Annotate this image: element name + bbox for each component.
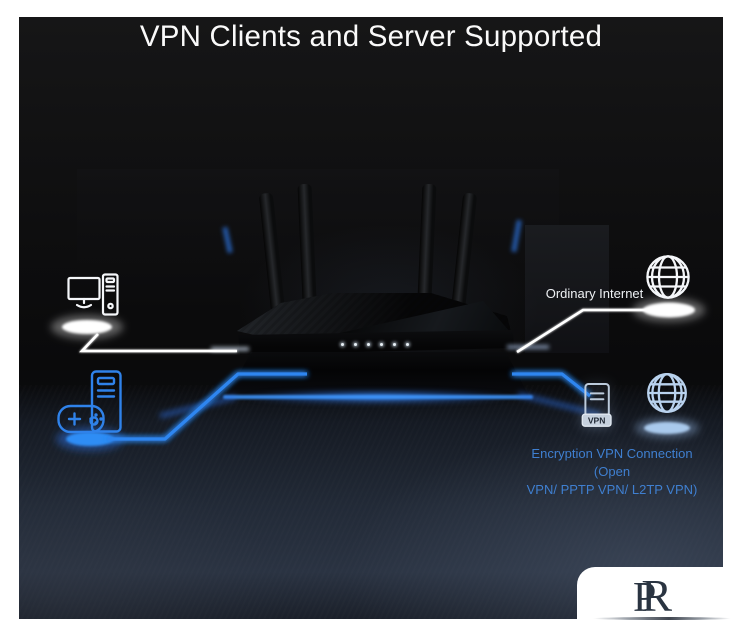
line-desktop-to-router	[78, 333, 237, 353]
page-title: VPN Clients and Server Supported	[139, 20, 603, 53]
router-led	[341, 343, 344, 346]
product-scene: VPN Clients and Server Supported	[19, 17, 723, 619]
line-gamer-to-router	[107, 372, 307, 441]
pr-monogram-logo: PR	[633, 570, 673, 621]
line-router-to-internet	[516, 308, 656, 354]
white-glint	[507, 345, 549, 349]
router-led	[406, 343, 409, 346]
connection-lines	[51, 298, 705, 451]
vpn-globe-glow-pad	[635, 418, 699, 438]
ordinary-internet-label: Ordinary Internet	[545, 286, 644, 301]
monogram-letter-p: P	[633, 575, 657, 621]
router-led	[393, 343, 396, 346]
gaming-pc-icon	[57, 370, 122, 434]
globe-icon	[646, 255, 690, 299]
vpn-connection-label: Encryption VPN Connection (Open VPN/ PPT…	[512, 445, 712, 499]
vpn-connection-label-line2: VPN/ PPTP VPN/ L2TP VPN)	[526, 482, 698, 497]
white-glint	[211, 347, 249, 351]
globe-icon-vpn	[647, 373, 687, 413]
desktop-glow-pad	[51, 315, 123, 339]
router-led	[380, 343, 383, 346]
logo-swoosh-underline	[593, 617, 731, 620]
vpn-connection-label-line1: Encryption VPN Connection (Open	[531, 446, 693, 479]
vpn-badge-label: VPN	[588, 415, 606, 425]
background-pillar	[525, 225, 609, 353]
monogram-letter-r: R	[641, 570, 673, 621]
stand-blue-glow-core	[223, 395, 533, 399]
router-led	[367, 343, 370, 346]
watermark-logo-box: PR	[577, 567, 743, 640]
vpn-server-icon: VPN	[581, 382, 612, 427]
line-router-to-vpn-server	[512, 372, 591, 398]
router-led	[354, 343, 357, 346]
internet-glow-pad	[633, 298, 705, 322]
desktop-computer-icon	[67, 273, 119, 316]
